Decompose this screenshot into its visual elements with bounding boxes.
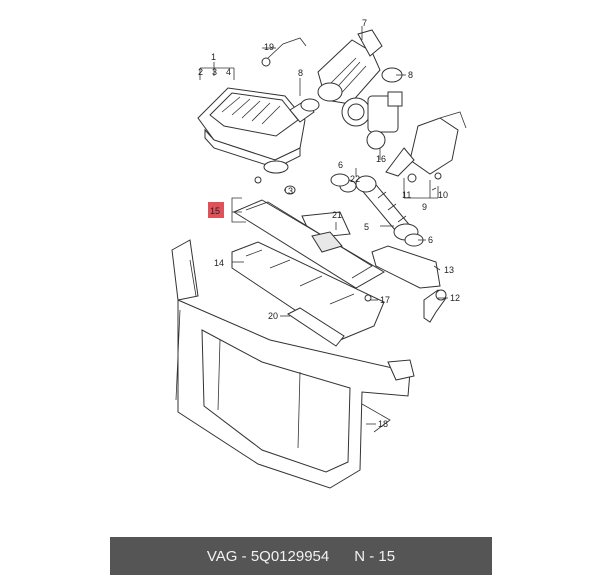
callout-14: 14 [214,258,224,268]
callout-11: 11 [402,190,411,200]
clamp-6a [330,173,350,187]
bracket-20 [287,307,345,347]
callout-8b: 8 [298,68,303,78]
callout-21: 21 [332,210,342,220]
callout-3: 3 [212,67,217,77]
position-label: N - 15 [354,547,396,565]
callout-22: 22 [350,174,360,184]
callout-19: 19 [264,42,274,52]
air-filter-housing [197,87,315,174]
screw [254,176,262,184]
highlighted-callout-box [208,202,224,218]
part-13 [371,245,441,289]
screw-17 [364,294,372,302]
callout-15: 15 [210,206,220,216]
callout-18: 18 [378,419,388,429]
sensor-cable [261,37,307,67]
callout-3b: 3 [288,186,293,196]
charge-pipe [385,111,467,183]
callout-6b: 6 [428,235,433,245]
parts-diagram: 1 2 3 4 19 7 8 9 10 11 16 22 6 3 15 21 5… [171,18,467,489]
callout-6a: 6 [338,160,343,170]
part-12 [423,289,447,323]
callout-10: 10 [438,190,448,200]
throttle-body [341,91,403,150]
callout-2: 2 [198,67,203,77]
callout-13: 13 [444,265,454,275]
intake-hose [317,29,383,105]
callout-1: 1 [211,52,216,62]
part-number-footer: VAG - 5Q0129954 N - 15 [110,537,492,575]
brand-label: VAG [206,547,238,565]
callout-7: 7 [362,18,367,28]
front-carrier [171,239,415,489]
callout-5: 5 [364,222,369,232]
hose-5 [355,175,419,241]
separator: - [237,547,251,565]
callout-8: 8 [408,70,413,80]
air-guide-15 [232,199,385,289]
callout-12: 12 [450,293,460,303]
callout-16: 16 [376,154,386,164]
callout-17: 17 [380,295,390,305]
spacer [329,548,354,565]
callout-9: 9 [422,202,427,212]
callout-4: 4 [226,67,231,77]
air-guide-14 [231,241,385,341]
part-number: 5Q0129954 [250,547,330,565]
clamp-8b [300,98,320,112]
callout-20: 20 [268,311,278,321]
